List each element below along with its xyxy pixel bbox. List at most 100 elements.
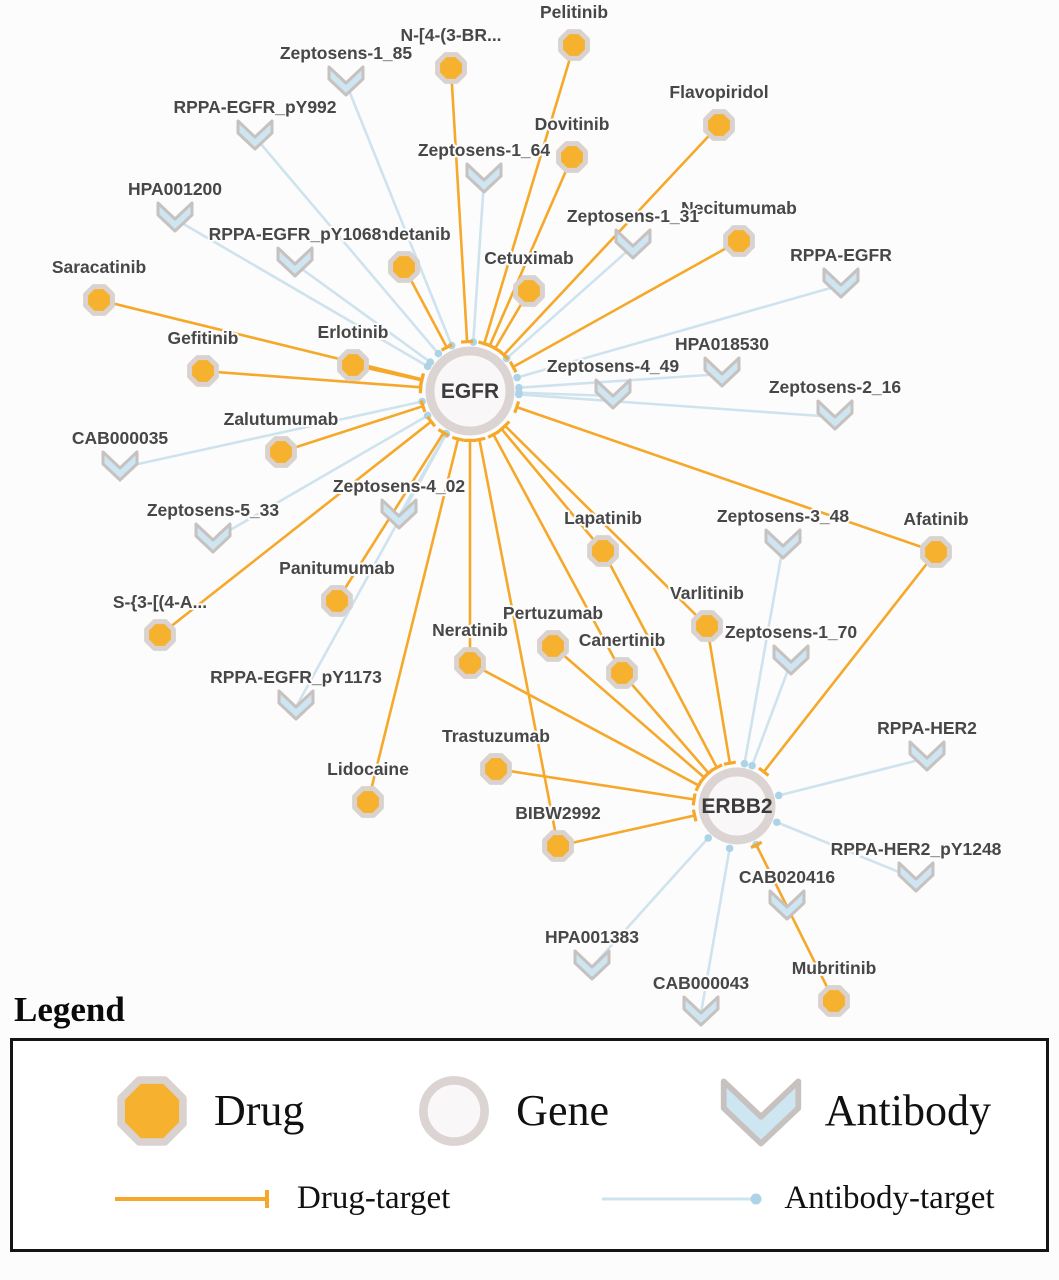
gene-label-egfr: EGFR: [441, 380, 499, 403]
antibody-node-zeptosens-1-70[interactable]: [772, 644, 810, 676]
antibody-target-edge-zeptosens-1-85-egfr: [344, 82, 456, 350]
node-label-rppa-egfr-py1173: RPPA-EGFR_pY1173: [210, 667, 382, 687]
drug-target-edge-zalutumumab-egfr: [280, 399, 427, 454]
drug-node-afatinib[interactable]: [920, 536, 952, 568]
node-label-bibw2992: BIBW2992: [515, 803, 601, 823]
antibody-target-edge-rppa-her2-py1248-erbb2: [773, 818, 917, 881]
antibody-node-hpa018530[interactable]: [703, 356, 741, 388]
drug-node-mubritinib[interactable]: [818, 985, 850, 1017]
gene-circle-icon: [419, 1075, 490, 1146]
antibody-node-rppa-egfr-py1068[interactable]: [276, 246, 314, 278]
drug-node-zalutumumab[interactable]: [265, 436, 297, 468]
drug-node-dovitinib[interactable]: [556, 141, 588, 173]
antibody-node-cab020416[interactable]: [768, 889, 806, 921]
drug-node-s-3-4-a[interactable]: [144, 619, 176, 651]
node-layer: EGFR ERBB2: [83, 29, 952, 1027]
node-label-vandetanib: Vandetanib: [357, 224, 450, 244]
legend-item-drug-target: Drug-target: [113, 1180, 450, 1217]
antibody-node-zeptosens-1-31[interactable]: [614, 228, 652, 260]
node-label-flavopiridol: Flavopiridol: [669, 82, 768, 102]
drug-node-pertuzumab[interactable]: [537, 630, 569, 662]
drug-node-flavopiridol[interactable]: [703, 109, 735, 141]
node-label-zeptosens-4-49: Zeptosens-4_49: [547, 356, 680, 376]
drug-target-edge-varlitinib-egfr: [499, 420, 708, 627]
antibody-target-edge-cab000035-egfr: [119, 397, 426, 470]
antibody-node-zeptosens-4-49[interactable]: [594, 378, 632, 410]
drug-target-edge-lapatinib-erbb2: [601, 550, 723, 772]
drug-target-edge-pelitinib-egfr: [478, 44, 576, 347]
node-label-mubritinib: Mubritinib: [792, 958, 877, 978]
drug-node-neratinib[interactable]: [454, 647, 486, 679]
legend-title: Legend: [14, 990, 125, 1029]
antibody-node-zeptosens-2-16[interactable]: [816, 399, 854, 431]
legend-gene-label: Gene: [516, 1086, 610, 1136]
antibody-node-cab000043[interactable]: [682, 995, 720, 1027]
node-label-varlitinib: Varlitinib: [670, 583, 744, 603]
drug-node-trastuzumab[interactable]: [480, 753, 512, 785]
antibody-node-cab000035[interactable]: [101, 450, 139, 482]
node-label-lidocaine: Lidocaine: [327, 759, 409, 779]
drug-node-pelitinib[interactable]: [558, 29, 590, 61]
legend: Legend Drug Gene: [0, 990, 1059, 1252]
node-label-cetuximab: Cetuximab: [484, 248, 573, 268]
drug-target-edge-neratinib-erbb2: [469, 661, 703, 792]
drug-node-bibw2992[interactable]: [542, 830, 574, 862]
antibody-node-zeptosens-3-48[interactable]: [764, 528, 802, 560]
drug-target-edge-lapatinib-egfr: [495, 423, 604, 552]
antibody-node-hpa001383[interactable]: [573, 949, 611, 981]
drug-target-edge-necitumumab-egfr: [508, 239, 740, 373]
antibody-target-edge-rppa-egfr-py1068-egfr: [294, 262, 435, 367]
drug-node-varlitinib[interactable]: [691, 610, 723, 642]
drug-octagon-icon: [117, 1075, 187, 1146]
gene-node-erbb2[interactable]: ERBB2: [698, 767, 776, 845]
node-label-zeptosens-4-02: Zeptosens-4_02: [333, 476, 466, 496]
legend-node-types-row: Drug Gene Antibody: [13, 1067, 1046, 1155]
drug-target-edge-gefitinib-egfr: [202, 369, 423, 394]
antibody-target-edge-zeptosens-4-49-egfr: [515, 388, 614, 398]
drug-node-lapatinib[interactable]: [587, 535, 619, 567]
drug-target-edge-flavopiridol-egfr: [498, 124, 720, 361]
node-label-erlotinib: Erlotinib: [318, 322, 389, 342]
antibody-node-rppa-egfr-py1173[interactable]: [277, 689, 315, 721]
drug-node-necitumumab[interactable]: [723, 225, 755, 257]
edge-layer: [98, 44, 938, 1014]
antibody-target-edge-zeptosens-1-31-egfr: [502, 245, 634, 363]
node-label-rppa-egfr-py992: RPPA-EGFR_pY992: [173, 97, 336, 117]
drug-target-edge-s-3-4-a-egfr: [159, 415, 437, 637]
drug-node-erlotinib[interactable]: [337, 349, 369, 381]
drug-target-edge-lidocaine-egfr: [366, 435, 465, 803]
antibody-node-zeptosens-1-64[interactable]: [465, 162, 503, 194]
node-label-zalutumumab: Zalutumumab: [224, 409, 339, 429]
drug-node-gefitinib[interactable]: [187, 355, 219, 387]
antibody-node-zeptosens-5-33[interactable]: [194, 522, 232, 554]
legend-drug-target-label: Drug-target: [297, 1180, 451, 1217]
node-label-n-4-3-br: N-[4-(3-BR...: [400, 25, 501, 45]
antibody-target-edge-rppa-her2-erbb2: [774, 756, 928, 800]
antibody-target-edge-zeptosens-3-48-erbb2: [740, 545, 785, 768]
antibody-node-zeptosens-1-85[interactable]: [327, 65, 365, 97]
legend-item-gene: Gene: [410, 1067, 609, 1155]
antibody-node-rppa-egfr[interactable]: [822, 267, 860, 299]
drug-node-vandetanib[interactable]: [388, 251, 420, 283]
antibody-target-edge-hpa001383-erbb2: [591, 834, 713, 968]
drug-node-cetuximab[interactable]: [513, 275, 545, 307]
antibody-node-rppa-egfr-py992[interactable]: [236, 119, 274, 151]
drug-node-canertinib[interactable]: [606, 657, 638, 689]
antibody-target-edge-zeptosens-1-64-egfr: [469, 179, 486, 346]
node-label-cab000035: CAB000035: [72, 428, 169, 448]
drug-node-saracatinib[interactable]: [83, 284, 115, 316]
antibody-node-hpa001200[interactable]: [156, 201, 194, 233]
node-label-zeptosens-3-48: Zeptosens-3_48: [717, 506, 850, 526]
node-label-cab020416: CAB020416: [739, 867, 836, 887]
node-label-afatinib: Afatinib: [903, 509, 968, 529]
antibody-node-rppa-her2-py1248[interactable]: [897, 861, 935, 893]
drug-node-panitumumab[interactable]: [321, 585, 353, 617]
drug-node-n-4-3-br[interactable]: [435, 52, 467, 84]
antibody-target-edge-zeptosens-1-70-erbb2: [748, 661, 793, 770]
drug-node-lidocaine[interactable]: [352, 786, 384, 818]
gene-node-egfr[interactable]: EGFR: [425, 346, 515, 436]
antibody-node-zeptosens-4-02[interactable]: [380, 498, 418, 530]
antibody-node-rppa-her2[interactable]: [908, 740, 946, 772]
